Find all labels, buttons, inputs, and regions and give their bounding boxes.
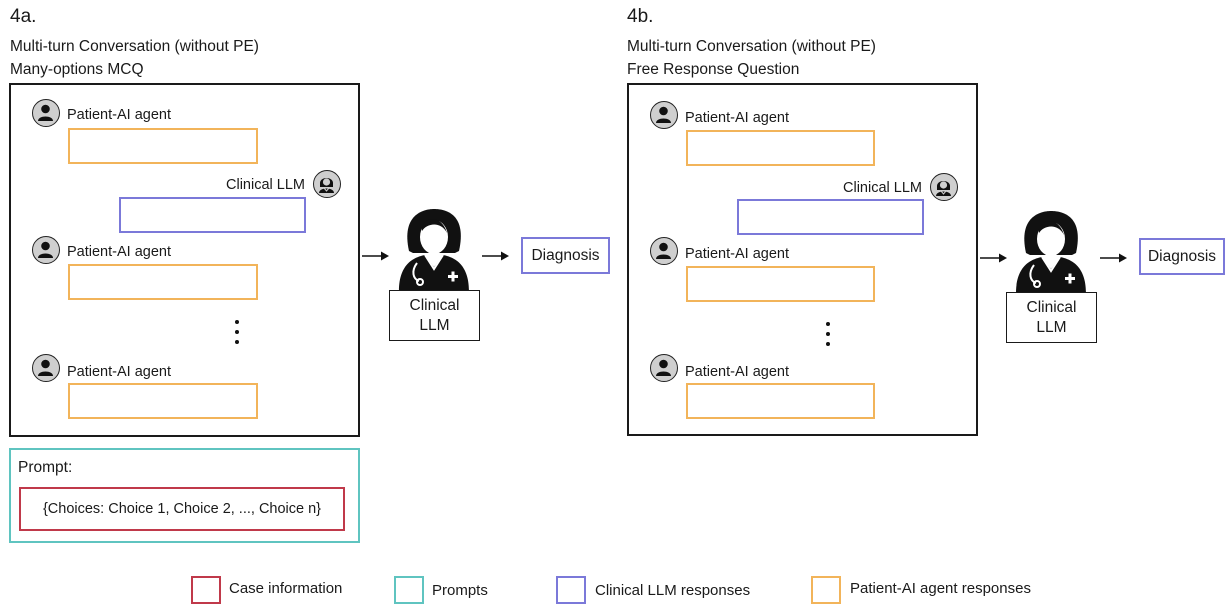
panel-a-label: 4a. [10, 6, 37, 27]
clinical-llm-label: Clinical LLM [843, 180, 922, 196]
clinical-llm-label: Clinical LLM [226, 177, 305, 193]
person-avatar-icon [650, 237, 678, 265]
clinical-llm-line-1: Clinical [1026, 299, 1077, 316]
prompt-title: Prompt: [18, 459, 73, 476]
panel-b-label: 4b. [627, 6, 654, 27]
clinical-llm-line-2: LLM [419, 317, 450, 334]
patient-label: Patient-AI agent [67, 244, 171, 260]
person-avatar-icon [650, 354, 678, 382]
patient-response-box [68, 264, 258, 300]
patient-response-box [68, 128, 258, 164]
legend-swatch-case-info [191, 576, 221, 604]
clinical-llm-box: Clinical LLM [1006, 292, 1097, 343]
legend-case-info: Case information [229, 580, 343, 597]
clinical-llm-line-1: Clinical [409, 297, 460, 314]
legend-swatch-prompts [394, 576, 424, 604]
case-choices-box: {Choices: Choice 1, Choice 2, ..., Choic… [19, 487, 345, 531]
panel-b-subtitle-2: Free Response Question [627, 61, 800, 78]
legend-swatch-patient [811, 576, 841, 604]
clinical-llm-line-2: LLM [1036, 319, 1067, 336]
patient-response-box [686, 266, 875, 302]
panel-a-subtitle-1: Multi-turn Conversation (without PE) [10, 38, 259, 55]
arrow-right-icon [362, 251, 389, 261]
doctor-avatar-icon [313, 170, 341, 198]
panel-b-subtitle-1: Multi-turn Conversation (without PE) [627, 38, 876, 55]
legend-patient-responses: Patient-AI agent responses [850, 580, 1031, 597]
doctor-avatar-icon [930, 173, 958, 201]
diagnosis-box: Diagnosis [521, 237, 610, 274]
clinical-response-box [119, 197, 306, 233]
continuation-dots [233, 320, 241, 344]
patient-response-box [686, 130, 875, 166]
patient-label: Patient-AI agent [67, 364, 171, 380]
person-avatar-icon [32, 99, 60, 127]
clinical-response-box [737, 199, 924, 235]
legend-swatch-clinical [556, 576, 586, 604]
panel-a-conversation-box [9, 83, 360, 437]
continuation-dots [824, 322, 832, 346]
prompt-box [9, 448, 360, 543]
arrow-right-icon [1100, 253, 1127, 263]
diagnosis-box: Diagnosis [1139, 238, 1225, 275]
clinical-llm-box: Clinical LLM [389, 290, 480, 341]
patient-label: Patient-AI agent [67, 107, 171, 123]
legend-prompts: Prompts [432, 582, 488, 599]
person-avatar-icon [650, 101, 678, 129]
arrow-right-icon [482, 251, 509, 261]
doctor-figure-icon [1016, 211, 1086, 293]
doctor-figure-icon [399, 209, 469, 291]
panel-b-conversation-box [627, 83, 978, 436]
arrow-right-icon [980, 253, 1007, 263]
panel-a-subtitle-2: Many-options MCQ [10, 61, 144, 78]
legend-clinical-responses: Clinical LLM responses [595, 582, 751, 599]
person-avatar-icon [32, 236, 60, 264]
person-avatar-icon [32, 354, 60, 382]
patient-response-box [686, 383, 875, 419]
patient-label: Patient-AI agent [685, 364, 789, 380]
patient-label: Patient-AI agent [685, 246, 789, 262]
patient-response-box [68, 383, 258, 419]
patient-label: Patient-AI agent [685, 110, 789, 126]
